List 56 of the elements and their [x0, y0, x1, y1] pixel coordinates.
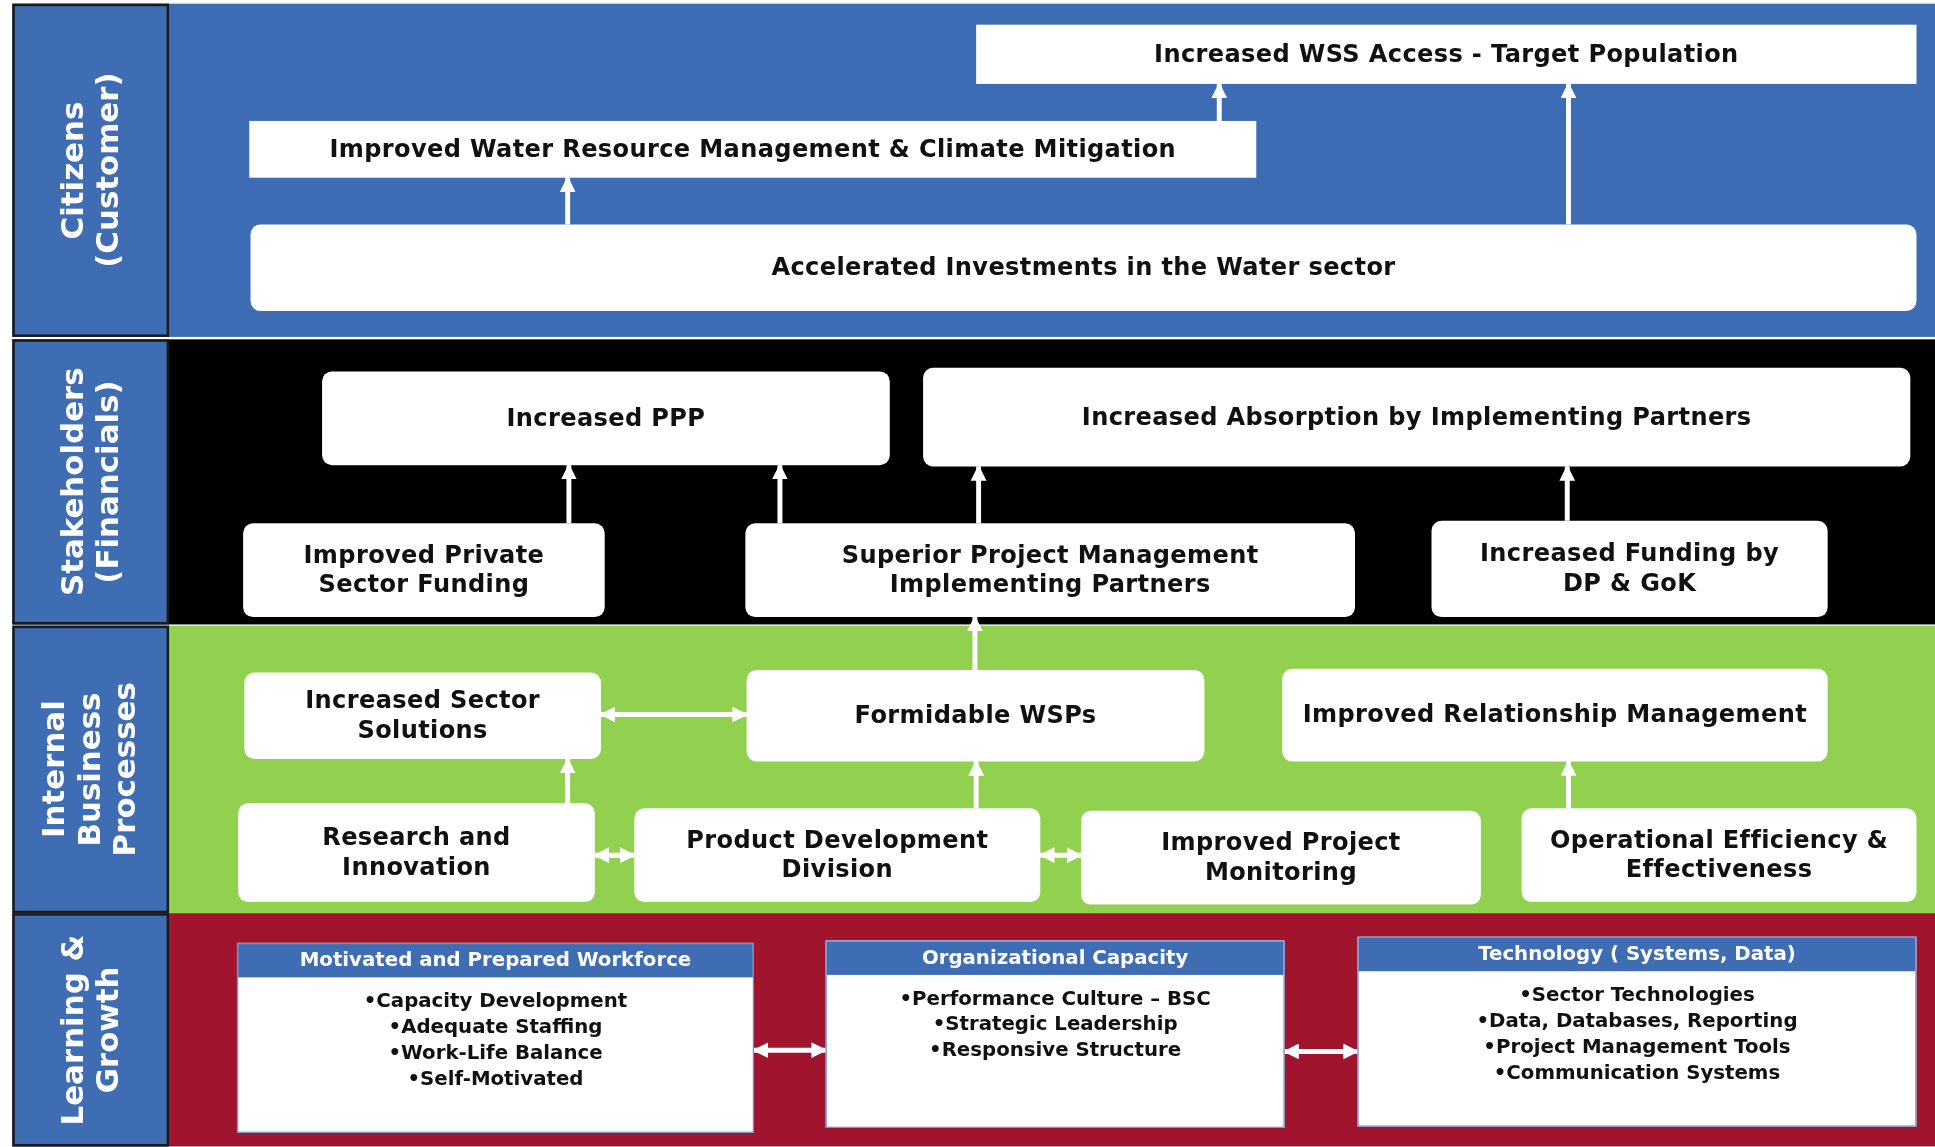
layer-band [12, 625, 1935, 914]
objective-box: Improved Water Resource Management & Climate Mitigation [249, 120, 1257, 178]
layer-band [12, 339, 1935, 625]
arrow [593, 847, 636, 864]
arrow [559, 757, 576, 804]
arrow [1283, 1043, 1360, 1060]
arrow [968, 759, 985, 809]
arrow [772, 463, 788, 524]
layer-band [12, 913, 1935, 1147]
arrow [559, 176, 576, 225]
arrow [967, 615, 983, 671]
list-item: •Communication Systems [1493, 1059, 1781, 1085]
objective-box: Increased Sector Solutions [244, 672, 601, 759]
card-header: Organizational Capacity [826, 941, 1284, 975]
objective-box: Increased Funding by DP & GoK [1431, 520, 1828, 618]
objective-box: Operational Efficiency & Effectiveness [1521, 808, 1917, 903]
arrow [1211, 82, 1228, 121]
arrow [1038, 847, 1083, 864]
objective-box: Increased WSS Access - Target Population [976, 24, 1917, 84]
arrow [561, 463, 577, 524]
objective-card [236, 942, 754, 1133]
list-item: •Capacity Development [363, 987, 628, 1014]
arrow [1560, 82, 1577, 225]
card-header: Technology ( Systems, Data) [1358, 937, 1916, 971]
list-item: •Responsive Structure [929, 1036, 1182, 1063]
list-item: •Sector Technologies [1519, 981, 1755, 1007]
arrow [1560, 759, 1577, 809]
list-item: •Self-Motivated [407, 1065, 584, 1092]
objective-box: Improved Project Monitoring [1081, 810, 1481, 905]
layer-band [12, 3, 1935, 337]
objective-box: Improved Private Sector Funding [243, 523, 605, 618]
list-item: •Work-Life Balance [388, 1039, 603, 1066]
objective-box: Product Development Division [634, 808, 1041, 903]
objective-box: Formidable WSPs [746, 670, 1205, 762]
layer-label: Internal Business Processes [12, 625, 170, 914]
arrow [599, 706, 749, 723]
objective-box: Research and Innovation [238, 803, 595, 903]
list-item: •Project Management Tools [1483, 1033, 1791, 1059]
objective-box: Increased PPP [322, 371, 890, 466]
objective-card [825, 940, 1285, 1128]
objective-box: Improved Relationship Management [1282, 668, 1828, 762]
layer-label: Stakeholders (Financials) [12, 339, 170, 625]
list-item: •Performance Culture – BSC [899, 984, 1211, 1011]
card-header: Motivated and Prepared Workforce [238, 944, 753, 978]
list-item: •Data, Databases, Reporting [1476, 1007, 1798, 1033]
objective-box: Increased Absorption by Implementing Partners [923, 367, 1911, 467]
layer-label: Learning & Growth [12, 913, 170, 1147]
objective-box: Accelerated Investments in the Water sector [250, 224, 1917, 311]
layer-label: Citizens (Customer) [12, 3, 170, 337]
arrow [1559, 464, 1576, 521]
list-item: •Strategic Leadership [932, 1010, 1178, 1037]
objective-box: Superior Project Management Implementing Partners [745, 523, 1355, 618]
arrow [970, 464, 987, 524]
arrow [752, 1042, 828, 1059]
objective-card [1357, 936, 1917, 1127]
list-item: •Adequate Staffing [388, 1013, 603, 1040]
